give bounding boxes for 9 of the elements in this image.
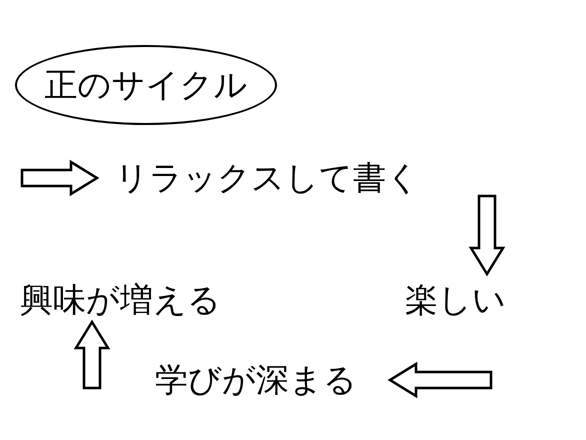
block-arrow: [468, 194, 506, 276]
ellipse-node: 正のサイクル: [15, 45, 277, 125]
block-arrow: [388, 362, 492, 398]
node-text: リラックスして書く: [115, 158, 420, 198]
block-arrow: [74, 320, 110, 390]
block-arrow: [20, 160, 100, 196]
node-text: 興味が増える: [20, 280, 221, 320]
node-text: 楽しい: [405, 280, 506, 320]
node-text: 学びが深まる: [155, 360, 357, 400]
